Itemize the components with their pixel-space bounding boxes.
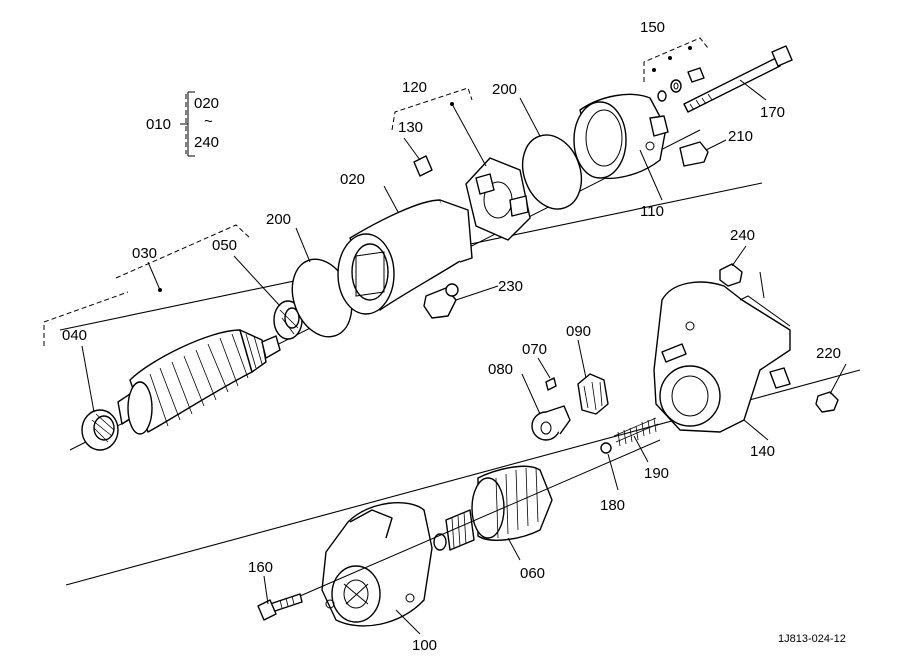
label-240: 240: [730, 227, 755, 244]
clutch-060: [433, 465, 553, 551]
group-bracket-120: [391, 87, 473, 131]
label-090: 090: [566, 323, 591, 340]
label-140: 140: [750, 443, 775, 460]
brush-holder-120: [465, 157, 531, 241]
terminal-elbow-230: [423, 283, 459, 319]
end-frame-110: [573, 93, 669, 179]
part-labels: 010 020 ~ 240 120 130 200 150 170 210 11…: [62, 19, 846, 654]
retainer-080: [531, 405, 571, 441]
label-220: 220: [816, 345, 841, 362]
label-020-range-start: 020: [194, 95, 219, 112]
housing-140: [653, 271, 791, 433]
group-bracket-030: [115, 224, 251, 279]
label-120: 120: [402, 79, 427, 96]
label-070: 070: [522, 341, 547, 358]
drive-housing-100: [321, 502, 433, 627]
label-130: 130: [398, 119, 423, 136]
through-bolt-170: [683, 45, 793, 113]
label-020: 020: [340, 171, 365, 188]
brush-130: [413, 155, 433, 177]
label-040: 040: [62, 327, 87, 344]
label-010: 010: [146, 116, 171, 133]
label-180: 180: [600, 497, 625, 514]
label-200-right: 200: [492, 81, 517, 98]
label-100: 100: [412, 637, 437, 654]
label-230: 230: [498, 278, 523, 295]
label-060: 060: [520, 565, 545, 582]
group-bracket-010: [180, 91, 195, 157]
pin-070: [545, 377, 557, 391]
label-160: 160: [248, 559, 273, 576]
leader-lines: [81, 79, 847, 635]
bolt-160: [257, 593, 303, 621]
label-190: 190: [644, 465, 669, 482]
cap-210: [679, 141, 709, 167]
lower-axis: [299, 439, 661, 597]
screw-set-150: [652, 46, 705, 102]
label-050: 050: [212, 237, 237, 254]
marker-dot-030: [158, 288, 162, 292]
gear-090: [577, 373, 609, 415]
label-170: 170: [760, 104, 785, 121]
reference-code: 1J813-024-12: [778, 633, 846, 645]
label-210: 210: [728, 128, 753, 145]
yoke-020: [337, 199, 473, 315]
group-bracket-150: [643, 37, 709, 82]
marker-dot-120: [450, 102, 454, 106]
label-150: 150: [640, 19, 665, 36]
nut-240: [719, 263, 743, 287]
ball-180: [600, 442, 612, 454]
label-240-range-end: 240: [194, 134, 219, 151]
bearing-040: [81, 409, 119, 451]
label-030: 030: [132, 245, 157, 262]
label-tilde: ~: [204, 113, 213, 130]
armature-030: [117, 329, 281, 435]
nut-220: [815, 391, 839, 413]
label-110: 110: [640, 203, 664, 220]
label-080: 080: [488, 361, 513, 378]
group-bracket-040: [43, 291, 129, 346]
spring-190: [613, 417, 659, 447]
label-200-left: 200: [266, 211, 291, 228]
